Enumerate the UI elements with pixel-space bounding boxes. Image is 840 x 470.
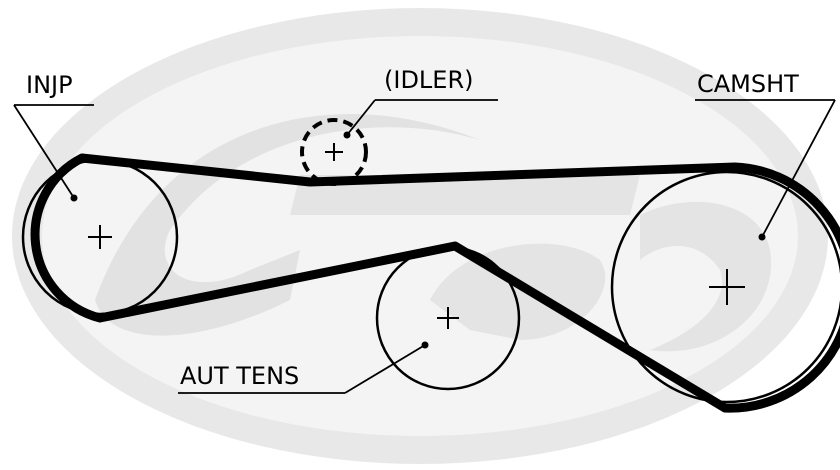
injp-pulley — [21, 158, 179, 316]
idler-pulley — [300, 118, 368, 186]
label-injp: INJP — [26, 71, 73, 99]
leader-dots — [70, 131, 766, 349]
label-aut-tens: AUT TENS — [180, 362, 299, 390]
leader-lines — [13, 99, 836, 394]
timing-belt — [30, 153, 840, 413]
label-camsht: CAMSHT — [697, 70, 799, 98]
label-idler: (IDLER) — [384, 66, 474, 94]
aut-tens-pulley — [375, 245, 521, 391]
camsht-pulley — [610, 170, 840, 404]
